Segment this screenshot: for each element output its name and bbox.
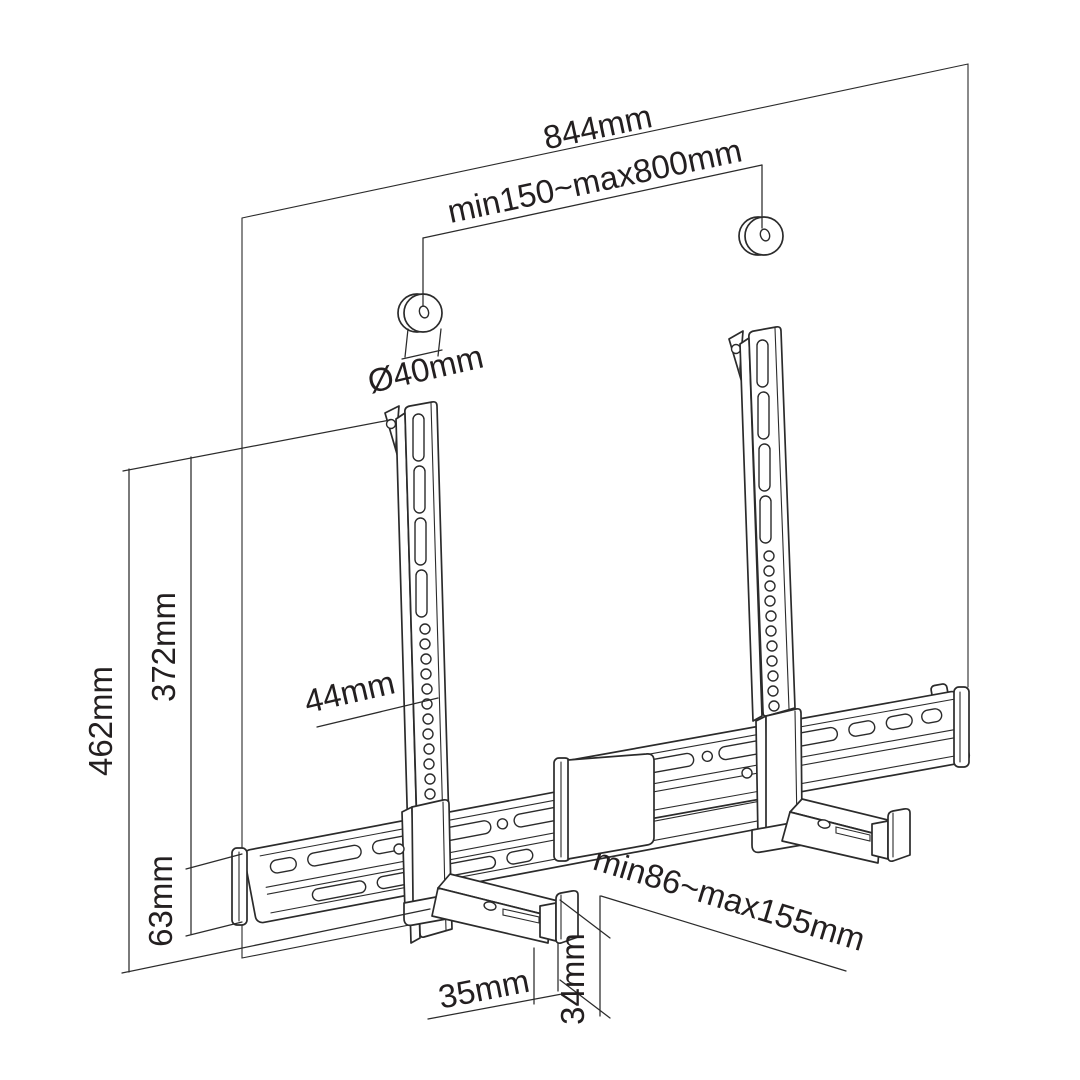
right-support-arm [781,798,911,864]
dim-bracket-height: 372mm 63mm [142,456,243,947]
right-clamp [751,707,803,854]
center-slider-plate [553,753,655,862]
soundbar-depth-label: min86~max155mm [589,840,869,958]
dim-arm-tip-width: 35mm [427,942,563,1020]
washer-right [738,216,784,256]
rail-bolt-left [393,843,405,855]
dim-hole-spacing: min150~max800mm [422,131,763,307]
dim-arm-lip-height: 34mm [554,895,611,1025]
total-height-label: 462mm [82,666,119,776]
dim-spacer-diameter: Ø40mm [364,328,487,400]
dim-total-height: 462mm [82,419,431,974]
washer-left [397,293,443,333]
wall-panel-outline [241,63,969,959]
total-width-label: 844mm [540,97,655,156]
rail-bolt-right [741,767,753,779]
rail-height-label: 63mm [142,855,179,947]
dim-soundbar-depth: min86~max155mm [589,840,869,972]
rail-back-end-cap [953,686,970,768]
left-support-arm [431,873,579,945]
arm-lip-height-label: 34mm [554,933,591,1025]
arm-tip-width-label: 35mm [435,962,532,1016]
bracket-height-label: 372mm [145,592,182,702]
dim-total-width: 844mm [540,97,655,156]
right-bracket [728,325,796,722]
spacer-diameter-label: Ø40mm [364,338,487,400]
